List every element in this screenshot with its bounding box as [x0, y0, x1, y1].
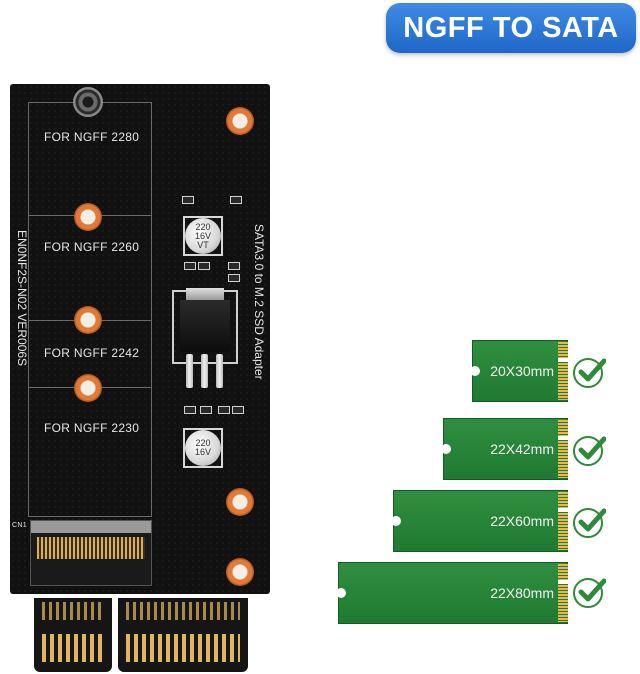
smd-component	[232, 406, 244, 414]
check-icon	[573, 508, 606, 538]
capacitor-footprint	[183, 428, 223, 468]
ssd-notch	[470, 366, 480, 376]
connector-ref-label: CN1	[12, 522, 27, 529]
capacitor-footprint	[183, 216, 223, 256]
slot-label-2242: FOR NGFF 2242	[44, 346, 140, 360]
ssd-card-2242: 22X42mm	[441, 418, 568, 480]
sata-pins-upper	[126, 602, 240, 620]
check-icon	[573, 358, 606, 388]
smd-component	[228, 262, 240, 270]
ssd-key-notch	[558, 580, 568, 584]
slot-label-2260: FOR NGFF 2260	[44, 240, 140, 254]
ngff-to-sata-badge: NGFF TO SATA	[386, 3, 636, 53]
check-icon	[573, 436, 606, 466]
ssd-card-2230: 20X30mm	[470, 340, 568, 402]
ssd-size-label: 22X60mm	[490, 513, 554, 529]
mounting-pad	[226, 558, 254, 586]
check-icon	[573, 578, 606, 608]
smd-component	[184, 406, 196, 414]
ssd-key-notch	[558, 508, 568, 512]
sata-power-connector	[118, 598, 248, 672]
sata-pins-upper	[42, 602, 104, 620]
regulator-lead	[186, 354, 193, 388]
ssd-gold-contacts	[558, 564, 568, 622]
sata-pins	[126, 634, 240, 662]
ssd-gold-contacts	[558, 420, 568, 478]
ssd-card-2260: 22X60mm	[391, 490, 568, 552]
smd-component	[218, 406, 230, 414]
ssd-key-notch	[558, 436, 568, 440]
capacitor-1: 220 16V VT	[185, 218, 221, 254]
slot-label-2230: FOR NGFF 2230	[44, 421, 140, 435]
standoff-pad-2230	[74, 374, 102, 402]
sata-pins	[42, 634, 104, 662]
sata-data-connector	[34, 598, 112, 672]
ssd-card-2280: 22X80mm	[336, 562, 568, 624]
mounting-pad	[226, 488, 254, 516]
regulator-lead	[201, 354, 208, 388]
smd-component	[184, 262, 196, 270]
ssd-size-label: 22X80mm	[490, 585, 554, 601]
standoff-pad-2242	[74, 306, 102, 334]
smd-component	[228, 274, 240, 282]
smd-component	[200, 406, 212, 414]
standoff-pad-2260	[74, 203, 102, 231]
ssd-gold-contacts	[558, 492, 568, 550]
smd-component	[198, 262, 210, 270]
ssd-key-notch	[558, 358, 568, 362]
part-number-silkscreen: EN0NF2S-N02 VER006S	[15, 230, 29, 367]
smd-component	[182, 196, 194, 204]
slot-lip	[31, 521, 151, 533]
ssd-gold-contacts	[558, 342, 568, 400]
slot-contacts	[37, 537, 145, 559]
capacitor-2: 220 16V	[185, 430, 221, 466]
mounting-pad	[226, 107, 254, 135]
mounting-screw	[73, 87, 103, 117]
ssd-notch	[336, 588, 346, 598]
product-name-silkscreen: SATA3.0 to M.2 SSD Adapter	[252, 224, 266, 380]
slot-label-2280: FOR NGFF 2280	[44, 130, 140, 144]
ssd-size-label: 22X42mm	[490, 441, 554, 457]
ssd-notch	[391, 516, 401, 526]
voltage-regulator	[180, 288, 230, 352]
regulator-lead	[216, 354, 223, 388]
m2-slot-connector	[30, 520, 152, 586]
smd-component	[230, 196, 242, 204]
ssd-notch	[441, 444, 451, 454]
ssd-size-label: 20X30mm	[490, 363, 554, 379]
